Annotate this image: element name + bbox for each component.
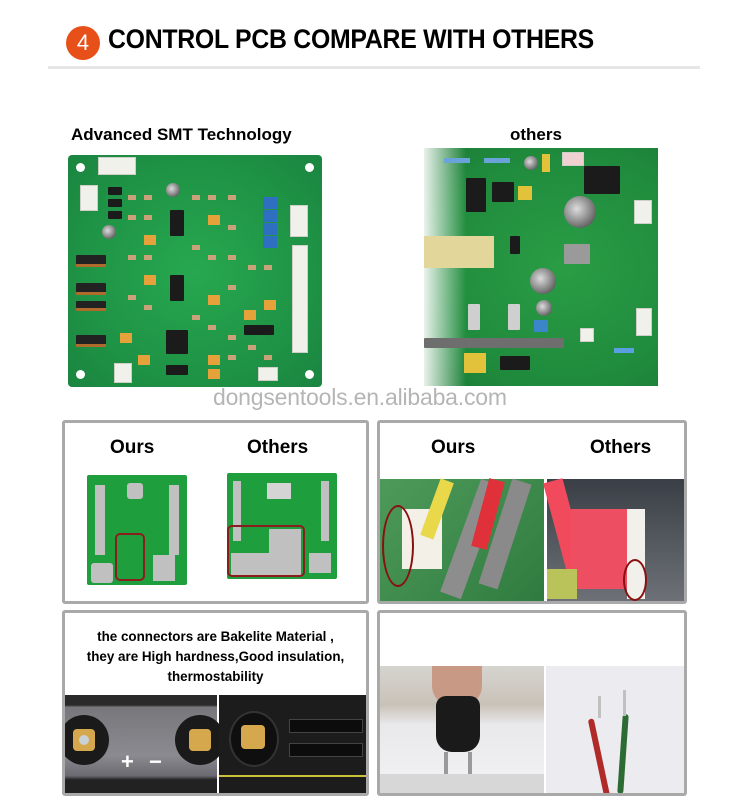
ours-label: Ours [110, 437, 155, 458]
our-pcb-back-image [87, 475, 187, 585]
bakelite-connectors-panel: the connectors are Bakelite Material , t… [62, 610, 369, 796]
other-connector-image [543, 478, 684, 601]
section-number-badge: 4 [66, 26, 100, 60]
other-terminal-image [219, 695, 366, 793]
plug-image [380, 666, 544, 793]
others-label: Others [590, 437, 652, 458]
other-pcb-back-image [227, 473, 337, 579]
ours-label: Ours [431, 437, 476, 458]
negative-sign: − [149, 749, 162, 774]
positive-sign: + [121, 749, 134, 774]
watermark: dongsentools.en.alibaba.com [213, 384, 507, 410]
soldering-comparison-panel: Ours Others [62, 420, 369, 604]
our-connector-image [380, 478, 544, 601]
power-cable-panel [377, 610, 687, 796]
our-terminal-image: + − [65, 695, 225, 793]
others-caption: others [510, 125, 562, 144]
others-label: Others [247, 437, 309, 458]
page-title: CONTROL PCB COMPARE WITH OTHERS [108, 24, 594, 54]
header-divider [48, 66, 700, 69]
copper-wire-image [546, 666, 684, 793]
smt-pcb-image [68, 155, 322, 387]
section-header: 4 CONTROL PCB COMPARE WITH OTHERS [0, 0, 751, 72]
bakelite-description: the connectors are Bakelite Material , t… [86, 629, 345, 684]
others-pcb-image [424, 148, 658, 386]
smt-caption: Advanced SMT Technology [71, 125, 292, 144]
connector-comparison-panel: Ours Others [377, 420, 687, 604]
